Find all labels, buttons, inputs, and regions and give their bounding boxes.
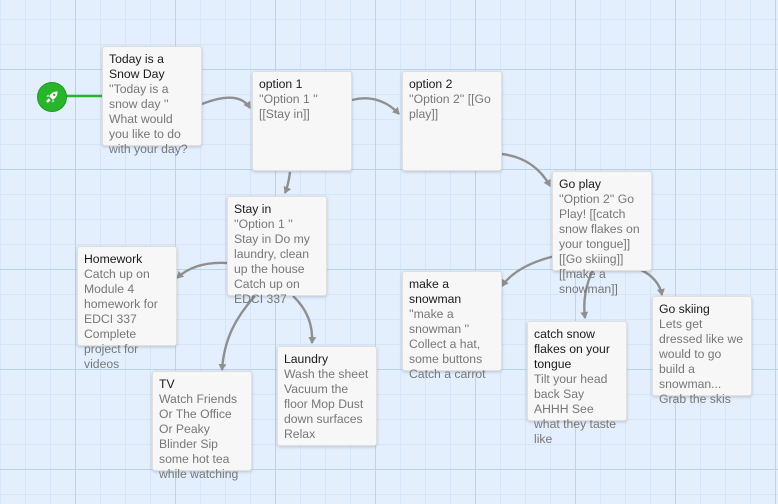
passage-excerpt: ''Option 1 '' Stay in Do my laundry, cle… <box>234 217 310 306</box>
passage-excerpt: ''Option 1 '' [[Stay in]] <box>259 92 318 121</box>
arrow-today-to-option1 <box>201 96 252 109</box>
passage-tv[interactable]: TV Watch Friends Or The Office Or Peaky … <box>152 371 252 481</box>
passage-title: option 1 <box>259 77 303 91</box>
passage-excerpt: ''Option 2'' Go Play! [[catch snow flake… <box>559 192 640 296</box>
passage-excerpt: ''Option 2'' [[Go play]] <box>409 92 491 121</box>
passage-title: Homework <box>84 252 143 266</box>
arrow-stayin-to-tv <box>218 295 256 371</box>
passage-title: TV <box>159 377 175 391</box>
passage-title: Today is a Snow Day <box>109 52 165 81</box>
passage-catch-snow-flakes[interactable]: catch snow flakes on your tongue Tilt yo… <box>527 321 627 446</box>
passage-option-1[interactable]: option 1 ''Option 1 '' [[Stay in]] <box>252 71 352 171</box>
passage-excerpt: ''Today is a snow day '' What would you … <box>109 82 188 156</box>
passage-option-2[interactable]: option 2 ''Option 2'' [[Go play]] <box>402 71 502 171</box>
passage-excerpt: Watch Friends Or The Office Or Peaky Bli… <box>159 392 239 481</box>
passage-excerpt: Catch up on Module 4 homework for EDCI 3… <box>84 267 158 371</box>
passage-homework[interactable]: Homework Catch up on Module 4 homework f… <box>77 246 177 371</box>
passage-today-is-a-snow-day[interactable]: Today is a Snow Day ''Today is a snow da… <box>102 46 202 156</box>
passage-stay-in[interactable]: Stay in ''Option 1 '' Stay in Do my laun… <box>227 196 327 306</box>
passage-title: Go skiing <box>659 302 710 316</box>
arrow-goplay-to-catch <box>580 267 596 319</box>
passage-go-play[interactable]: Go play ''Option 2'' Go Play! [[catch sn… <box>552 171 652 296</box>
start-passage-badge[interactable] <box>37 82 67 112</box>
passage-excerpt: Tilt your head back Say AHHH See what th… <box>534 372 616 446</box>
arrow-option1-to-stayin <box>283 171 292 194</box>
passage-title: Laundry <box>284 352 329 366</box>
passage-title: Go play <box>559 177 602 191</box>
passage-excerpt: Lets get dressed like we would to go bui… <box>659 317 743 406</box>
passage-title: catch snow flakes on your tongue <box>534 327 610 371</box>
arrow-goplay-to-snowman <box>501 254 556 287</box>
passage-laundry[interactable]: Laundry Wash the sheet Vacuum the floor … <box>277 346 377 446</box>
passage-excerpt: Wash the sheet Vacuum the floor Mop Dust… <box>284 367 369 441</box>
arrow-option2-to-goplay <box>501 152 552 187</box>
passage-excerpt: ''make a snowman '' Collect a hat, some … <box>409 307 486 381</box>
passage-make-a-snowman[interactable]: make a snowman ''make a snowman '' Colle… <box>402 271 502 381</box>
passage-title: Stay in <box>234 202 272 216</box>
rocket-icon <box>46 91 58 103</box>
arrow-stayin-to-laundry <box>292 295 317 344</box>
passage-title: make a snowman <box>409 277 462 306</box>
arrow-goplay-to-skiing <box>640 268 665 296</box>
passage-title: option 2 <box>409 77 453 91</box>
passage-go-skiing[interactable]: Go skiing Lets get dressed like we would… <box>652 296 752 406</box>
arrow-option1-to-option2 <box>351 97 400 115</box>
arrow-stayin-to-homework <box>176 261 228 279</box>
